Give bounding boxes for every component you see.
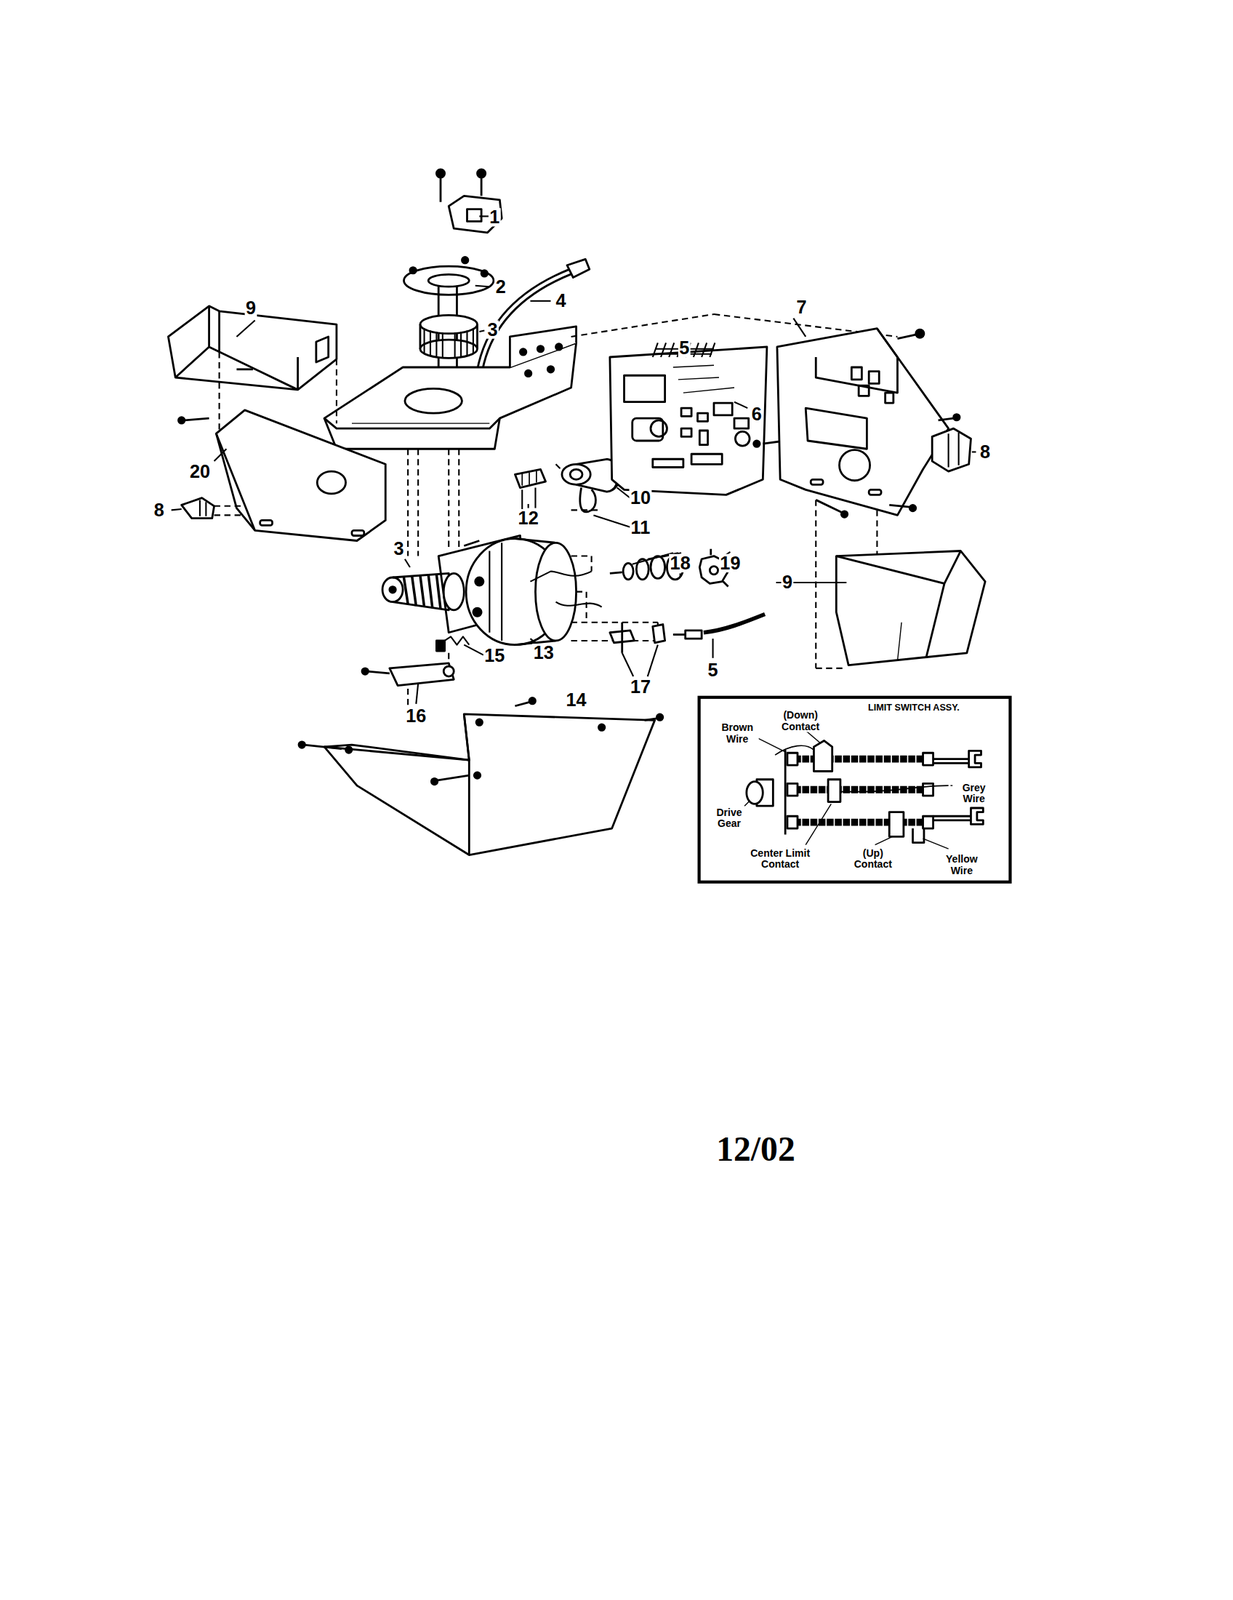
leader-lines (171, 215, 977, 704)
callout-number: 2 (494, 277, 507, 296)
logic-board (609, 346, 786, 495)
inset-title: LIMIT SWITCH ASSY. (867, 703, 962, 713)
limit-switch-drawing (744, 729, 983, 849)
callout-number: 18 (668, 553, 692, 573)
callout-number: 8 (152, 500, 166, 520)
callout-number: 8 (979, 442, 992, 461)
callout-number: 11 (629, 518, 652, 537)
motor (438, 535, 602, 645)
callout-number: 19 (719, 553, 742, 573)
callout-number: 15 (483, 646, 506, 665)
callout-number: 1 (488, 207, 501, 227)
part-label: Grey Wire (952, 782, 996, 805)
callout-number: 12 (516, 508, 540, 528)
terminal-block (514, 468, 546, 510)
end-panel (215, 410, 386, 541)
callout-number: 3 (392, 539, 405, 558)
knob (932, 428, 971, 472)
spring (436, 636, 469, 651)
part-label: Center Limit Contact (736, 847, 825, 869)
light-lens (836, 551, 986, 666)
callout-number: 9 (781, 572, 794, 592)
trolley-bracket (362, 663, 454, 686)
bracket (436, 169, 502, 233)
callout-number: 9 (245, 298, 258, 317)
inset-box: LIMIT SWITCH ASSY. Brown Wire (Down) Conta… (697, 695, 1012, 884)
part-label: Yellow Wire (938, 854, 986, 876)
end-panel (777, 328, 960, 518)
part-label: (Up) Contact (847, 847, 899, 869)
callout-number: 20 (188, 461, 211, 480)
callout-number: 6 (750, 404, 763, 424)
callout-number: 4 (554, 291, 568, 310)
callout-number: 16 (404, 706, 428, 725)
wire-harness (673, 613, 765, 639)
part-label: (Down) Contact (774, 710, 826, 732)
light-lens (167, 306, 336, 390)
drive-gear (420, 314, 478, 358)
date-code: 12/02 (715, 1131, 797, 1167)
callout-number: 13 (532, 643, 555, 662)
part-label: Drive Gear (709, 806, 749, 829)
callout-number: 5 (706, 660, 720, 680)
callout-number: 10 (629, 488, 653, 507)
callout-number: 7 (795, 298, 808, 317)
motor-cover (298, 697, 664, 855)
knob (181, 497, 215, 519)
worm-gear (382, 572, 464, 610)
callout-number: 14 (564, 690, 588, 709)
callout-number: 5 (678, 338, 691, 357)
part-label: Brown Wire (716, 722, 759, 744)
callout-number: 3 (486, 319, 499, 339)
callout-number: 17 (629, 676, 653, 696)
